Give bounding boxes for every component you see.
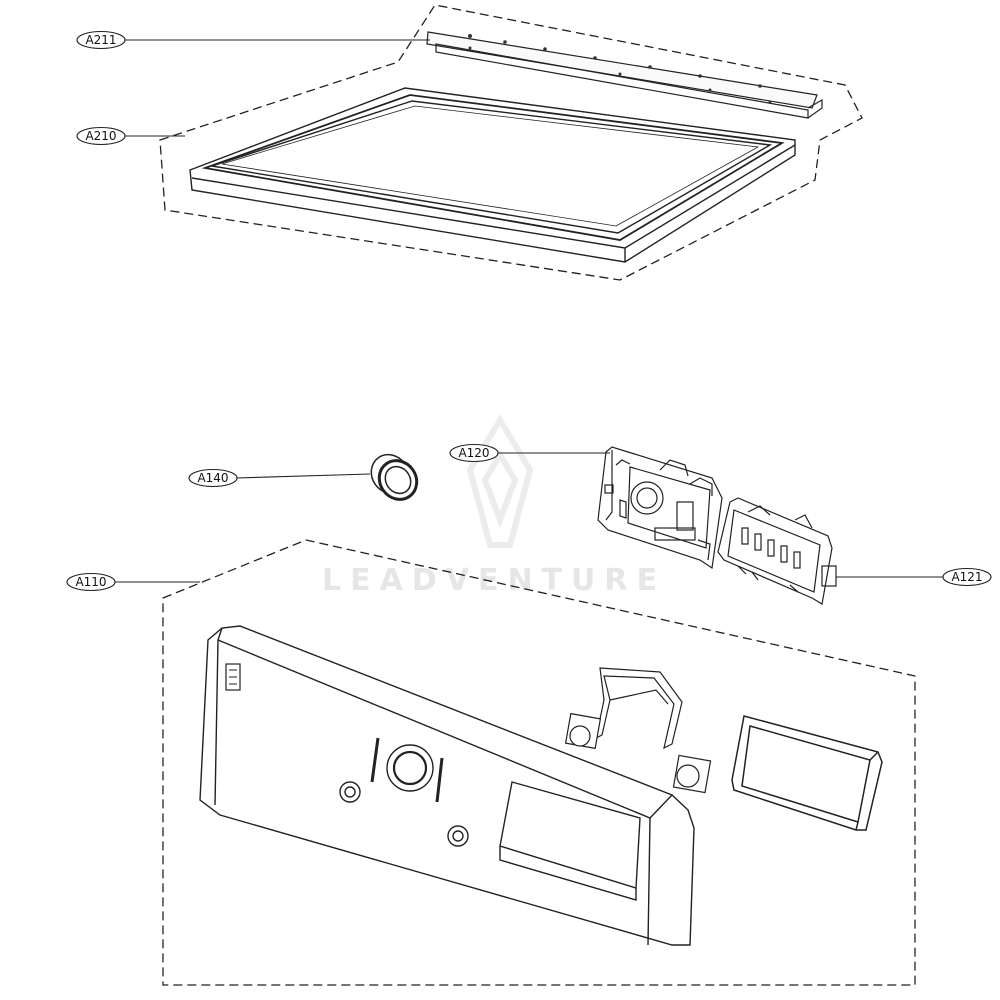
callout-a211: A211 [76, 30, 126, 50]
top-lid [189, 87, 796, 263]
top-assembly-boundary [159, 4, 863, 281]
callout-a120-label: A120 [458, 446, 489, 460]
callout-a110: A110 [66, 572, 116, 592]
display-lens [731, 715, 883, 831]
rear-bracket [426, 31, 823, 119]
callout-a211-label: A211 [85, 33, 116, 47]
control-panel-group: A110 [66, 539, 916, 986]
callout-a210: A210 [76, 126, 126, 146]
callout-a121-label: A121 [951, 570, 982, 584]
switch-bracket [564, 667, 712, 794]
callout-a120: A120 [449, 443, 499, 463]
watermark-text: LEADVENTURE [322, 563, 666, 598]
callout-a140-label: A140 [197, 471, 228, 485]
top-leaders [124, 39, 430, 137]
callout-a121: A121 [942, 567, 992, 587]
callout-a140: A140 [188, 468, 238, 488]
control-panel-boundary [162, 539, 916, 986]
control-panel-body [199, 625, 695, 946]
display-board-a121 [717, 497, 837, 605]
top-assembly-group: A211 A210 [76, 4, 863, 281]
knob-a140 [370, 453, 419, 501]
main-control-board-a120 [597, 446, 723, 570]
watermark-logo-icon [466, 414, 534, 548]
callout-a210-label: A210 [85, 129, 116, 143]
callout-a110-label: A110 [75, 575, 106, 589]
mid-leaders [235, 452, 944, 578]
